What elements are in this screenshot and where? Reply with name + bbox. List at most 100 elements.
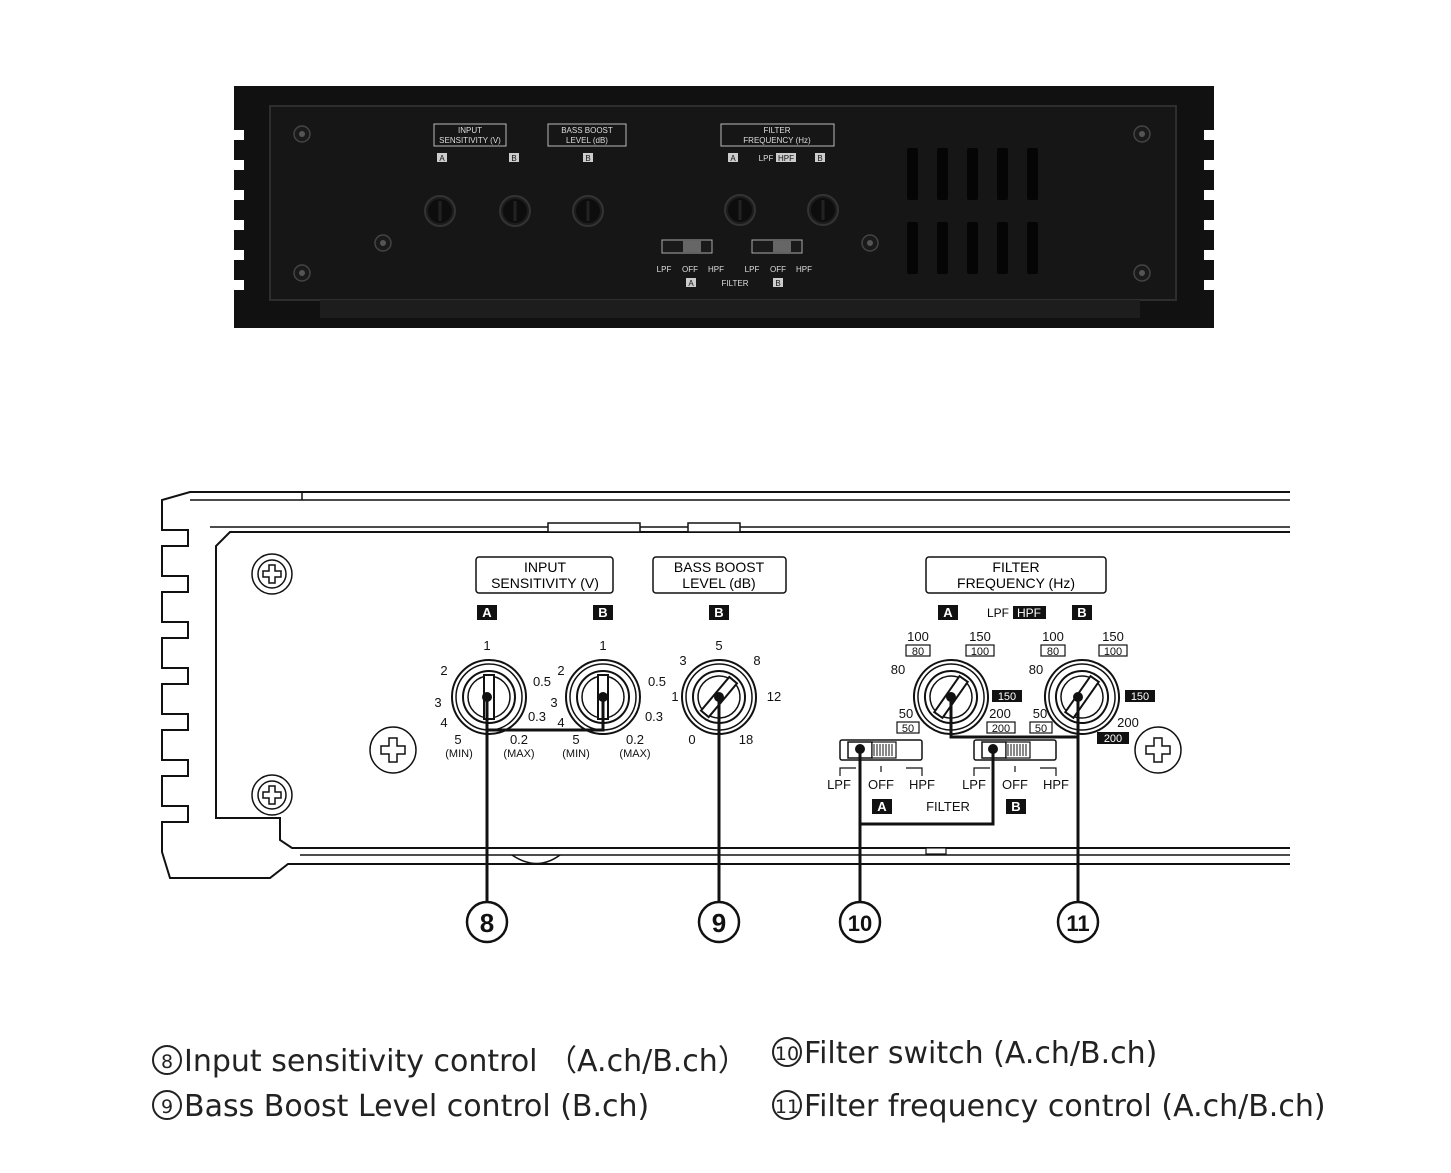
photo-switch-hpf-a: HPF — [708, 265, 724, 274]
filter-b-scale-80-hpf: 80 — [1047, 646, 1059, 658]
switch-b-hpf: HPF — [1043, 777, 1069, 792]
filter-b-scale-80: 80 — [1029, 662, 1043, 677]
filter-b-scale-200: 200 — [1117, 715, 1139, 730]
input-a-min-label: (MIN) — [445, 748, 473, 760]
filter-b-scale-50: 50 — [1033, 706, 1047, 721]
filter-a-scale-200: 200 — [989, 706, 1011, 721]
callout-10: 10 — [848, 911, 872, 936]
legend-text-9: Bass Boost Level control (B.ch) — [184, 1089, 650, 1124]
photo-bass-title-2: LEVEL (dB) — [566, 136, 608, 145]
input-sensitivity-title-1: INPUT — [524, 559, 566, 575]
input-b-scale-3: 3 — [550, 695, 557, 710]
photo-filter-title-1: FILTER — [764, 126, 791, 135]
input-sensitivity-title-2: SENSITIVITY (V) — [491, 575, 599, 591]
photo-filter-lpf: LPF — [759, 154, 774, 163]
legend-text-10: Filter switch (A.ch/B.ch) — [804, 1036, 1158, 1071]
input-ch-a-badge: A — [482, 605, 492, 620]
input-a-scale-4: 4 — [440, 715, 447, 730]
bass-scale-1: 1 — [671, 689, 678, 704]
input-b-max-value: 0.2 — [626, 732, 644, 747]
photo-switch-lpf-b: LPF — [745, 265, 760, 274]
filter-a-scale-100-hpf: 100 — [971, 646, 989, 658]
photo-switch-off-b: OFF — [770, 265, 786, 274]
input-a-scale-05: 0.5 — [533, 674, 551, 689]
filter-a-scale-50: 50 — [899, 706, 913, 721]
input-a-scale-03: 0.3 — [528, 709, 546, 724]
filter-frequency-title-2: FREQUENCY (Hz) — [957, 575, 1075, 591]
switch-a-lpf: LPF — [827, 777, 851, 792]
filter-switch-b[interactable] — [973, 739, 1057, 761]
filter-b-scale-150-hpf: 150 — [1131, 691, 1149, 703]
photo-switch-ch-a: A — [688, 279, 694, 288]
vent-slots — [907, 148, 1038, 274]
callout-9: 9 — [712, 908, 726, 938]
input-b-min-value: 5 — [572, 732, 579, 747]
input-b-scale-2: 2 — [557, 663, 564, 678]
photo-ch-a-badge: A — [439, 154, 445, 163]
input-b-scale-1: 1 — [599, 638, 606, 653]
photo-switch-hpf-b: HPF — [796, 265, 812, 274]
bass-scale-0: 0 — [688, 732, 695, 747]
legend-text-11: Filter frequency control (A.ch/B.ch) — [804, 1089, 1326, 1124]
filter-a-scale-150-hpf: 150 — [998, 691, 1016, 703]
filter-b-scale-150: 150 — [1102, 629, 1124, 644]
photo-filter-ch-a-badge: A — [730, 154, 736, 163]
bass-ch-b-badge: B — [714, 605, 723, 620]
callout-8: 8 — [480, 908, 494, 938]
input-a-scale-2: 2 — [440, 663, 447, 678]
legend-number-10: 10 — [772, 1037, 802, 1067]
photo-bass-ch-badge: B — [585, 154, 590, 163]
photo-filter-ch-b-badge: B — [817, 154, 822, 163]
filter-a-scale-100: 100 — [907, 629, 929, 644]
legend-text-8: Input sensitivity control （A.ch/B.ch） — [184, 1044, 748, 1079]
input-b-min-label: (MIN) — [562, 748, 590, 760]
switch-ch-a-badge: A — [877, 799, 887, 814]
filter-ch-b-badge: B — [1077, 605, 1086, 620]
filter-hpf-label: HPF — [1017, 606, 1041, 620]
switch-ch-b-badge: B — [1011, 799, 1020, 814]
filter-a-scale-50-hpf: 50 — [902, 723, 914, 735]
switch-a-off: OFF — [868, 777, 894, 792]
screw-mid-left — [369, 726, 417, 774]
callout-11: 11 — [1066, 911, 1089, 936]
filter-a-scale-150: 150 — [969, 629, 991, 644]
screw-mid-right — [1134, 726, 1182, 774]
input-b-scale-03: 0.3 — [645, 709, 663, 724]
filter-b-scale-50-hpf: 50 — [1035, 723, 1047, 735]
photo-filter-title-2: FREQUENCY (Hz) — [743, 136, 811, 145]
input-b-scale-05: 0.5 — [648, 674, 666, 689]
bass-scale-12: 12 — [767, 689, 781, 704]
photo-bass-title-1: BASS BOOST — [561, 126, 613, 135]
bass-boost-title-1: BASS BOOST — [674, 559, 765, 575]
filter-b-scale-100: 100 — [1042, 629, 1064, 644]
screw-top-left — [251, 553, 293, 595]
photo-switch-filter-label: FILTER — [722, 279, 749, 288]
screw-bottom-left — [251, 774, 293, 816]
bass-scale-18: 18 — [739, 732, 753, 747]
input-ch-b-badge: B — [598, 605, 607, 620]
bass-scale-8: 8 — [753, 653, 760, 668]
photo-filter-hpf: HPF — [778, 154, 794, 163]
photo-input-title-1: INPUT — [458, 126, 482, 135]
bass-scale-5: 5 — [715, 638, 722, 653]
filter-a-scale-200-hpf: 200 — [992, 723, 1010, 735]
callout-leader-lines — [485, 697, 1080, 902]
filter-a-scale-80: 80 — [891, 662, 905, 677]
switch-a-hpf: HPF — [909, 777, 935, 792]
filter-a-scale-80-hpf: 80 — [912, 646, 924, 658]
input-a-max-value: 0.2 — [510, 732, 528, 747]
bass-boost-title-2: LEVEL (dB) — [682, 575, 755, 591]
photo-ch-b-badge: B — [511, 154, 516, 163]
filter-lpf-label: LPF — [987, 606, 1009, 620]
switch-b-off: OFF — [1002, 777, 1028, 792]
chassis-outline — [161, 491, 1290, 879]
photo-input-title-2: SENSITIVITY (V) — [439, 136, 501, 145]
legend-number-8: 8 — [152, 1045, 182, 1075]
filter-switch-a[interactable] — [839, 739, 923, 761]
